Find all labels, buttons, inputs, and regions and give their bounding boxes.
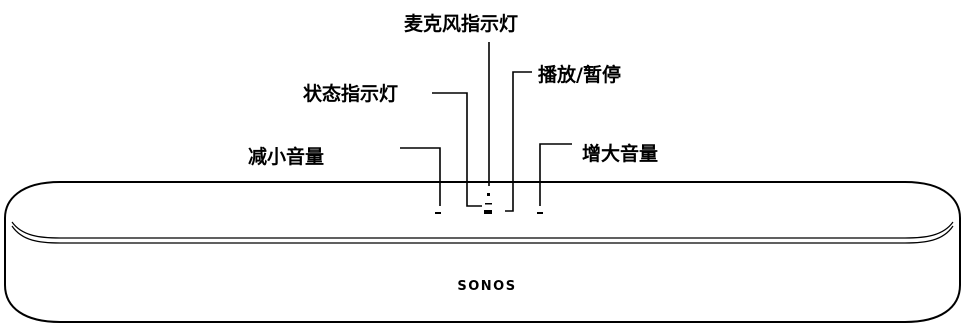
volume-up-label: 增大音量 [582,142,658,165]
volume-up-leader [539,143,572,206]
volume-down-button[interactable] [435,212,441,214]
volume-down-leader [400,147,441,206]
volume-down-label: 减小音量 [248,145,324,168]
status-indicator-leader [432,92,482,207]
soundbar-body-outline [4,181,961,323]
volume-up-button[interactable] [537,212,543,214]
play-pause-leader [505,71,532,212]
sonos-logo: SONOS [457,279,516,294]
status-indicator-label: 状态指示灯 [303,82,398,105]
soundbar-top-panel-edge-2 [11,225,954,244]
mic-indicator-label: 麦克风指示灯 [404,12,518,35]
mic-indicator-light [487,193,490,196]
play-pause-label: 播放/暂停 [538,63,621,86]
status-indicator-light [485,203,492,205]
soundbar-top-panel-edge [11,221,954,239]
play-pause-button[interactable] [484,210,492,214]
